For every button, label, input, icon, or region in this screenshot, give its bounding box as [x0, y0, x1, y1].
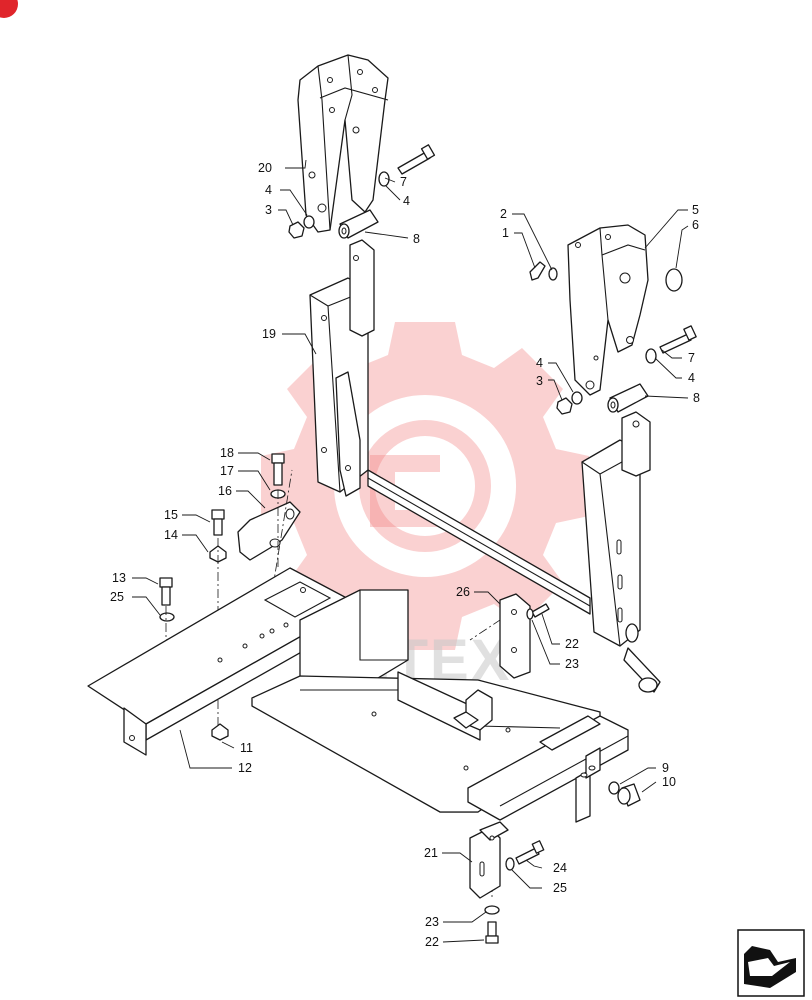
- part-4-washer: [571, 391, 583, 405]
- callout-12: 12: [238, 761, 252, 775]
- part-3-nut: [288, 221, 305, 239]
- callout-11: 11: [240, 741, 253, 755]
- callout-15: 15: [164, 508, 178, 522]
- part-21-lower-bracket: [469, 821, 509, 899]
- part-15-bolt: [211, 509, 225, 536]
- part-3-nut: [556, 397, 573, 415]
- callout-1: 1: [502, 226, 509, 240]
- callout-22: 22: [565, 637, 579, 651]
- callout-2: 2: [500, 207, 507, 221]
- part-23-washer: [484, 905, 500, 915]
- callout-23: 23: [565, 657, 579, 671]
- part-7-bolt: [397, 144, 436, 175]
- part-2-washer: [548, 267, 558, 281]
- callout-6: 6: [692, 218, 699, 232]
- callout-25: 25: [553, 881, 567, 895]
- part-22-bolt: [485, 921, 499, 944]
- part-20-upper-bracket: [297, 54, 389, 233]
- callout-4: 4: [265, 183, 272, 197]
- callout-23: 23: [425, 915, 439, 929]
- brand-badge-icon: [0, 0, 18, 18]
- part-6-ring: [665, 268, 683, 292]
- callout-5: 5: [692, 203, 699, 217]
- leader-lines: [132, 159, 689, 943]
- part-8-bushing: [338, 209, 379, 239]
- callout-16: 16: [218, 484, 232, 498]
- part-18-bolt: [271, 453, 285, 486]
- part-19-u-frame: [309, 239, 661, 693]
- callout-4: 4: [536, 356, 543, 370]
- part-22-bolt: [531, 603, 550, 618]
- part-13-bolt: [159, 577, 173, 606]
- callout-19: 19: [262, 327, 276, 341]
- next-page-arrow-icon[interactable]: [737, 929, 805, 997]
- part-11-nut: [211, 723, 229, 741]
- callout-24: 24: [553, 861, 567, 875]
- part-5-upper-bracket: [567, 224, 649, 396]
- callout-21: 21: [424, 846, 438, 860]
- callout-7: 7: [688, 351, 695, 365]
- part-4-washer: [378, 171, 390, 187]
- callout-8: 8: [693, 391, 700, 405]
- callout-20: 20: [258, 161, 272, 175]
- part-26-plate: [499, 593, 531, 679]
- callout-7: 7: [400, 175, 407, 189]
- callout-labels: 20 4 3 7 4 8 2 1 5 6 19 4 3 7 4 8 18 17 …: [110, 161, 700, 949]
- part-25-washer: [159, 612, 175, 622]
- part-9-washer: [608, 781, 620, 795]
- part-1-clip: [529, 261, 546, 281]
- callout-3: 3: [265, 203, 272, 217]
- callout-25: 25: [110, 590, 124, 604]
- callout-3: 3: [536, 374, 543, 388]
- part-7-bolt: [659, 325, 697, 354]
- part-4-washer: [303, 215, 315, 229]
- part-4-washer: [645, 348, 657, 364]
- callout-4: 4: [403, 194, 410, 208]
- callout-10: 10: [662, 775, 676, 789]
- part-10-spacer: [617, 783, 641, 807]
- callout-26: 26: [456, 585, 470, 599]
- part-24-bolt: [515, 840, 545, 865]
- callout-4: 4: [688, 371, 695, 385]
- part-23-washer: [526, 608, 534, 620]
- part-8-bushing: [607, 383, 649, 413]
- callout-18: 18: [220, 446, 234, 460]
- part-25-washer: [505, 857, 515, 871]
- callout-13: 13: [112, 571, 126, 585]
- callout-8: 8: [413, 232, 420, 246]
- callout-9: 9: [662, 761, 669, 775]
- callout-22: 22: [425, 935, 439, 949]
- callout-14: 14: [164, 528, 178, 542]
- part-12-base-frame: [87, 567, 629, 823]
- callout-17: 17: [220, 464, 234, 478]
